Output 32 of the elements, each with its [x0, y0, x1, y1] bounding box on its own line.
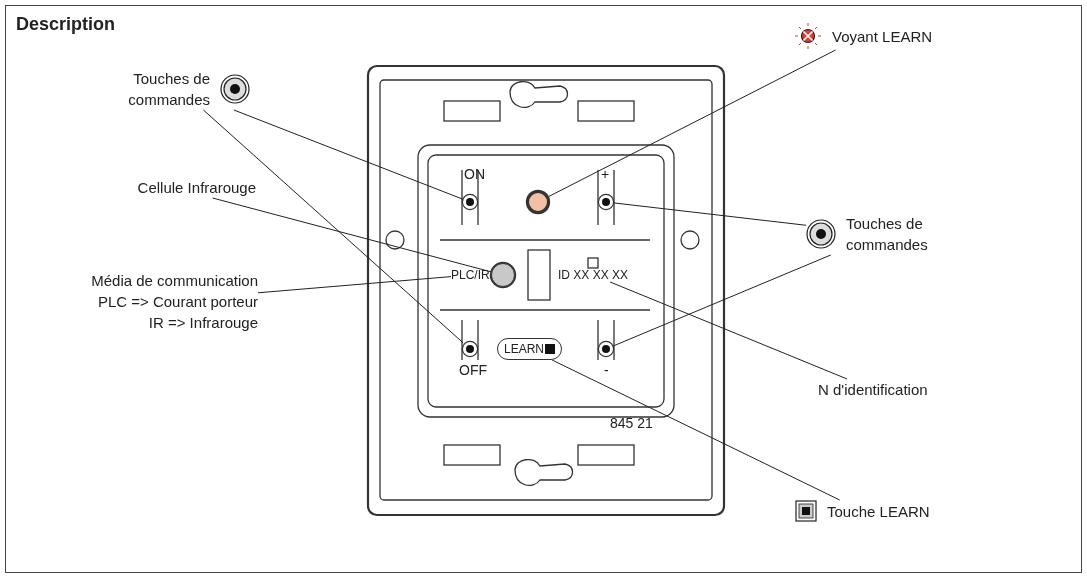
marking-text: PLC/IR: [451, 268, 490, 282]
leader-line: [609, 281, 848, 380]
leader-line: [551, 359, 841, 501]
button-text: LEARN: [504, 342, 544, 356]
push-button: [463, 195, 477, 209]
callout-text: Voyant LEARN: [832, 26, 933, 47]
leader-line: [612, 254, 832, 347]
callout-text: Touches de commandes: [127, 69, 210, 110]
callout-text: N d'identification: [818, 379, 928, 400]
leader-line: [257, 276, 452, 294]
callout-text: Touches de commandes: [846, 214, 929, 255]
marking-text: -: [604, 362, 609, 378]
leader-line: [212, 197, 492, 273]
leader-line: [233, 109, 464, 200]
callout-text: PLC => Courant porteur IR => Infrarouge: [96, 292, 258, 333]
diagram-title: Description: [16, 14, 116, 35]
infrared-cell: [491, 263, 515, 287]
push-button: [599, 195, 613, 209]
marking-text: +: [601, 166, 610, 182]
callout-heading: Média de communication: [90, 271, 258, 291]
marking-text: 845 21: [610, 415, 653, 431]
leader-line: [548, 49, 837, 197]
callout-text: Touche LEARN: [827, 501, 930, 522]
callout-text: Cellule Infrarouge: [90, 177, 256, 198]
leader-line: [612, 202, 807, 226]
leader-line: [202, 109, 464, 344]
learn-button: [497, 338, 562, 360]
marking-text: ID XX XX XX: [558, 268, 629, 282]
push-button: [599, 342, 613, 356]
push-button: [463, 342, 477, 356]
marking-text: OFF: [459, 362, 487, 378]
indicator-light: [527, 191, 549, 213]
